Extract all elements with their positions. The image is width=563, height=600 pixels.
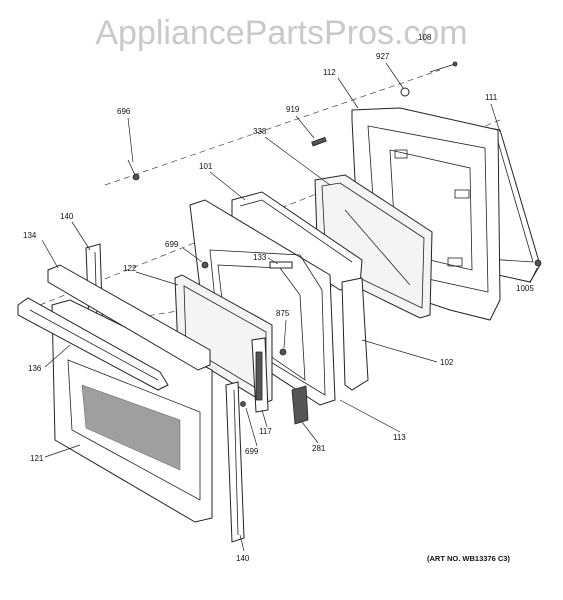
callout-927: 927: [376, 52, 390, 61]
art-number: (ART NO. WB13376 C3): [427, 554, 510, 563]
callout-117: 117: [259, 427, 272, 436]
callout-111: 111: [485, 93, 498, 102]
part-121-outer-door-panel: [51, 299, 213, 523]
screw-108: [429, 61, 458, 73]
callout-labels: 696 927 108 112 111 919 338 101 140 134 …: [23, 33, 534, 563]
callout-338: 338: [253, 127, 267, 136]
callout-140-bottom: 140: [236, 554, 250, 563]
screw-699-bottom: [240, 401, 246, 407]
part-136-door-handle: [17, 297, 169, 391]
part-140-bottom-side-channel: [225, 381, 245, 543]
callout-696: 696: [117, 107, 131, 116]
callout-134: 134: [23, 231, 37, 240]
callout-108: 108: [418, 33, 432, 42]
callout-112: 112: [323, 68, 336, 77]
callout-875: 875: [276, 309, 290, 318]
part-133-bracket: [269, 261, 293, 269]
callout-113: 113: [393, 433, 406, 442]
callout-919: 919: [286, 105, 300, 114]
screw-699-top: [201, 261, 209, 269]
washer-927: [400, 87, 410, 97]
part-281-hinge-cover: [291, 385, 309, 425]
fasteners: [127, 61, 542, 407]
callout-102: 102: [440, 358, 454, 367]
part-117-hinge-strip: [251, 337, 269, 413]
callout-699-bottom: 699: [245, 447, 259, 456]
part-134-top-trim: [47, 264, 211, 371]
callout-136: 136: [28, 364, 42, 373]
screw-875: [279, 348, 287, 356]
leader-lines: [41, 62, 538, 552]
screw-696: [127, 159, 140, 181]
callout-699-top: 699: [165, 240, 179, 249]
clip-1005: [534, 259, 542, 267]
callout-281: 281: [312, 444, 326, 453]
callout-122: 122: [123, 264, 137, 273]
callout-1005: 1005: [516, 284, 534, 293]
callout-140-top: 140: [60, 212, 74, 221]
part-102-side-channel: [341, 277, 369, 391]
callout-101: 101: [199, 162, 213, 171]
callout-121: 121: [30, 454, 44, 463]
callout-133: 133: [253, 253, 267, 262]
pin-919: [311, 136, 327, 147]
